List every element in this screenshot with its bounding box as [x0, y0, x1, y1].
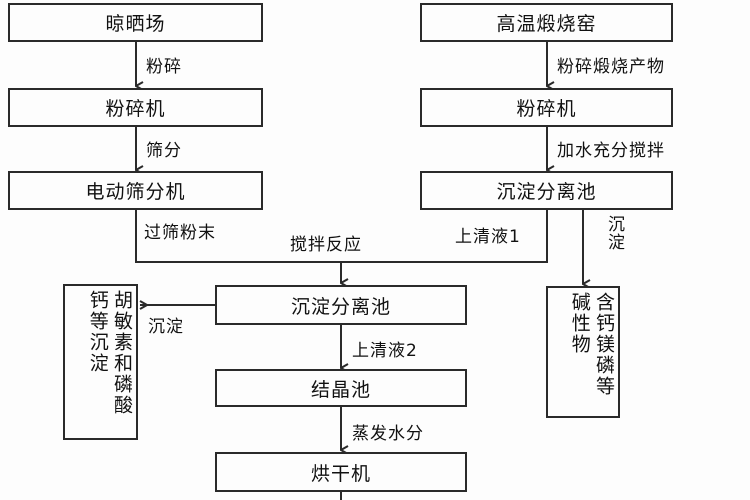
edge-label-add-water-stir: 加水充分搅拌	[557, 141, 665, 161]
edge-label-sediment-right: 沉淀	[604, 215, 624, 251]
node-label: 沉淀分离池	[496, 181, 597, 203]
edge-label-supernatant-1: 上清液1	[455, 227, 521, 247]
node-label: 粉碎机	[105, 98, 166, 120]
edge-label-sieve: 筛分	[146, 141, 182, 161]
edge-label-supernatant-2: 上清液2	[352, 341, 418, 361]
node-sun-drying-yard[interactable]: 晾晒场	[8, 3, 263, 42]
node-label: 粉碎机	[516, 98, 577, 120]
node-label: 沉淀分离池	[290, 295, 391, 318]
edge-label-stir-reaction: 搅拌反应	[290, 235, 362, 255]
node-label: 晾晒场	[105, 13, 166, 35]
node-label: 高温煅烧窑	[496, 13, 597, 35]
node-label: 烘干机	[310, 462, 371, 485]
node-dryer[interactable]: 烘干机	[215, 452, 467, 492]
node-crystallization-tank[interactable]: 结晶池	[215, 369, 467, 407]
node-label: 胡敏素和磷酸钙等沉淀	[86, 290, 133, 416]
edge-label-sediment-left: 沉淀	[148, 317, 184, 337]
node-high-temp-kiln[interactable]: 高温煅烧窑	[420, 3, 673, 42]
node-humic-precipitate[interactable]: 胡敏素和磷酸钙等沉淀	[63, 284, 138, 440]
node-crusher-left[interactable]: 粉碎机	[8, 88, 263, 127]
edge-label-evaporate-water: 蒸发水分	[352, 424, 424, 444]
node-alkaline-residue[interactable]: 含钙镁磷等碱性物	[546, 286, 620, 418]
edge-label-crushed-calcined-product: 粉碎煅烧产物	[557, 57, 665, 77]
node-label: 结晶池	[310, 378, 371, 401]
node-electric-sieve[interactable]: 电动筛分机	[8, 171, 263, 210]
node-settling-tank-right[interactable]: 沉淀分离池	[420, 171, 673, 210]
node-label: 电动筛分机	[85, 181, 186, 203]
node-settling-tank-middle[interactable]: 沉淀分离池	[215, 285, 467, 325]
node-crusher-right[interactable]: 粉碎机	[420, 88, 673, 127]
node-label: 含钙镁磷等碱性物	[568, 292, 615, 397]
edge-label-sieved-powder: 过筛粉末	[144, 223, 216, 243]
edge-label-crush: 粉碎	[146, 57, 182, 77]
